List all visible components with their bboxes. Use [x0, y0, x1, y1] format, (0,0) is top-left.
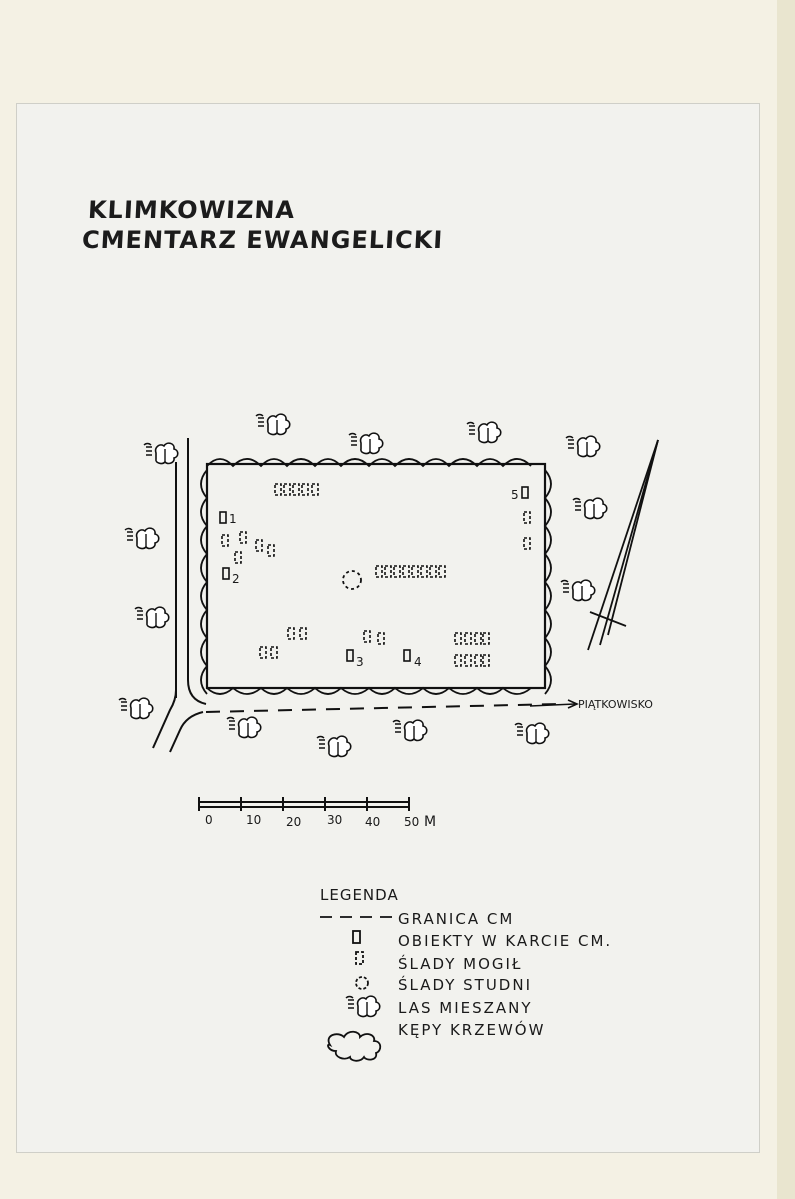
object-number-3: 3	[356, 655, 364, 669]
shrub-border	[200, 458, 552, 695]
well-trace	[342, 570, 362, 590]
scale-labels: 0 10 20 30 40 50 M	[205, 813, 436, 830]
road-lines	[152, 438, 207, 753]
map-sheet	[16, 103, 760, 1153]
legend-symbols	[320, 916, 394, 1062]
legend-label-shrubs: KĘPY KRZEWÓW	[398, 1021, 546, 1039]
legend-label-objects: OBIEKTY W KARCIE CM.	[398, 932, 613, 950]
scale-tick-label: 50	[404, 815, 419, 829]
scale-tick-label: 0	[205, 813, 213, 827]
direction-label: PIĄTKOWISKO	[578, 698, 653, 711]
object-number-4: 4	[414, 655, 422, 669]
north-arrow	[587, 439, 659, 651]
grave-objects	[219, 483, 531, 667]
object-number-5: 5	[511, 488, 519, 502]
tree-icon	[345, 995, 381, 1018]
legend-label-grave-traces: ŚLADY MOGIŁ	[398, 955, 523, 973]
legend-label-well-traces: ŚLADY STUDNI	[398, 976, 533, 994]
scale-bar	[198, 797, 410, 811]
grave-object-icon	[352, 930, 361, 944]
object-number-2: 2	[232, 572, 240, 586]
well-trace-icon	[355, 976, 369, 990]
legend-title: LEGENDA	[320, 886, 399, 904]
scale-tick-label: 10	[246, 813, 261, 827]
object-number-1: 1	[229, 512, 237, 526]
grave-trace-icon	[355, 951, 364, 965]
paper-edge	[777, 0, 795, 1199]
legend-label-boundary: GRANICA CM	[398, 910, 515, 928]
scale-unit: M	[424, 814, 436, 830]
direction-arrow	[529, 699, 579, 709]
shrub-icon	[327, 1030, 382, 1062]
cemetery-boundary	[205, 462, 547, 690]
scale-tick-label: 30	[327, 813, 342, 827]
boundary-dashed-line	[175, 468, 561, 713]
scale-tick-label: 20	[286, 815, 301, 829]
scale-tick-label: 40	[365, 815, 380, 829]
legend-label-mixed-forest: LAS MIESZANY	[398, 999, 533, 1017]
